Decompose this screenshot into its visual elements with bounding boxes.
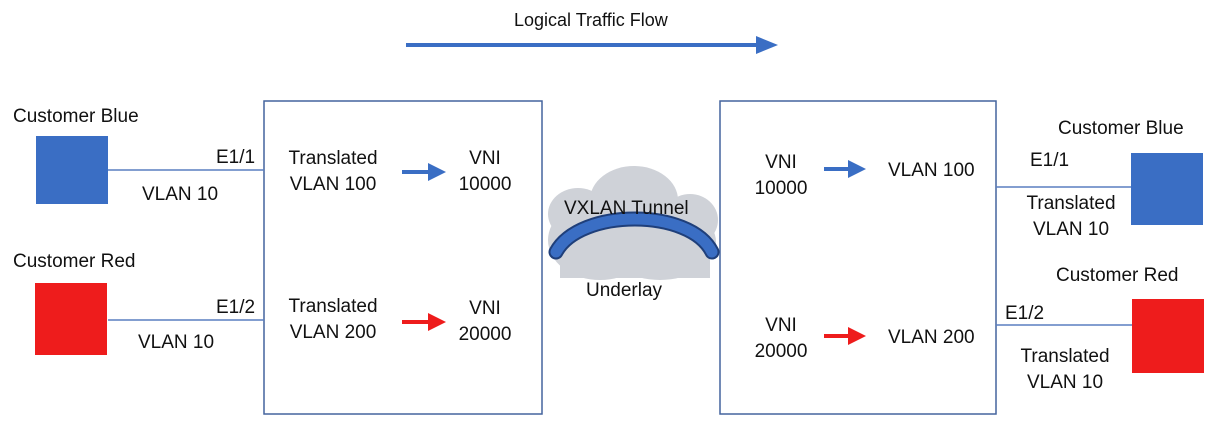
right-red-vni: VNI 20000 <box>754 315 808 362</box>
right-red-port-label: E1/2 <box>1005 303 1045 324</box>
left-red-vni: VNI 20000 <box>458 298 512 345</box>
left-customer-red-square <box>35 283 107 355</box>
right-customer-blue-label: Customer Blue <box>1058 118 1184 139</box>
left-customer-red-label: Customer Red <box>13 251 136 272</box>
right-blue-translated-vlan: Translated VLAN 10 <box>1026 193 1116 240</box>
left-blue-translated-vlan: Translated VLAN 100 <box>288 148 378 195</box>
left-blue-vni: VNI 10000 <box>458 148 512 195</box>
right-blue-arrow <box>824 160 866 178</box>
left-red-vlan-label: VLAN 10 <box>138 332 215 353</box>
right-red-arrow <box>824 327 866 345</box>
right-red-vlan: VLAN 200 <box>888 327 975 348</box>
right-red-translated-vlan: Translated VLAN 10 <box>1020 346 1110 393</box>
left-red-port-label: E1/2 <box>216 297 256 318</box>
left-switch-box <box>263 100 543 415</box>
traffic-flow-arrow <box>406 36 778 54</box>
right-blue-port-label: E1/1 <box>1030 150 1070 171</box>
right-customer-blue-square <box>1131 153 1203 225</box>
right-blue-vlan: VLAN 100 <box>888 160 975 181</box>
right-customer-red-square <box>1132 299 1204 373</box>
right-blue-vni: VNI 10000 <box>754 152 808 199</box>
diagram-title: Logical Traffic Flow <box>514 10 668 30</box>
left-red-translated-vlan: Translated VLAN 200 <box>288 296 378 343</box>
left-red-arrow <box>402 313 446 331</box>
vxlan-tunnel-icon <box>548 211 720 260</box>
vxlan-tunnel-label: VXLAN Tunnel <box>564 198 689 219</box>
left-customer-blue-square <box>36 136 108 204</box>
underlay-label: Underlay <box>586 280 663 301</box>
right-customer-red-label: Customer Red <box>1056 265 1179 286</box>
left-customer-blue-label: Customer Blue <box>13 106 139 127</box>
left-blue-arrow <box>402 163 446 181</box>
left-blue-port-label: E1/1 <box>216 147 256 168</box>
left-blue-vlan-label: VLAN 10 <box>142 184 219 205</box>
right-switch-box <box>719 100 997 415</box>
